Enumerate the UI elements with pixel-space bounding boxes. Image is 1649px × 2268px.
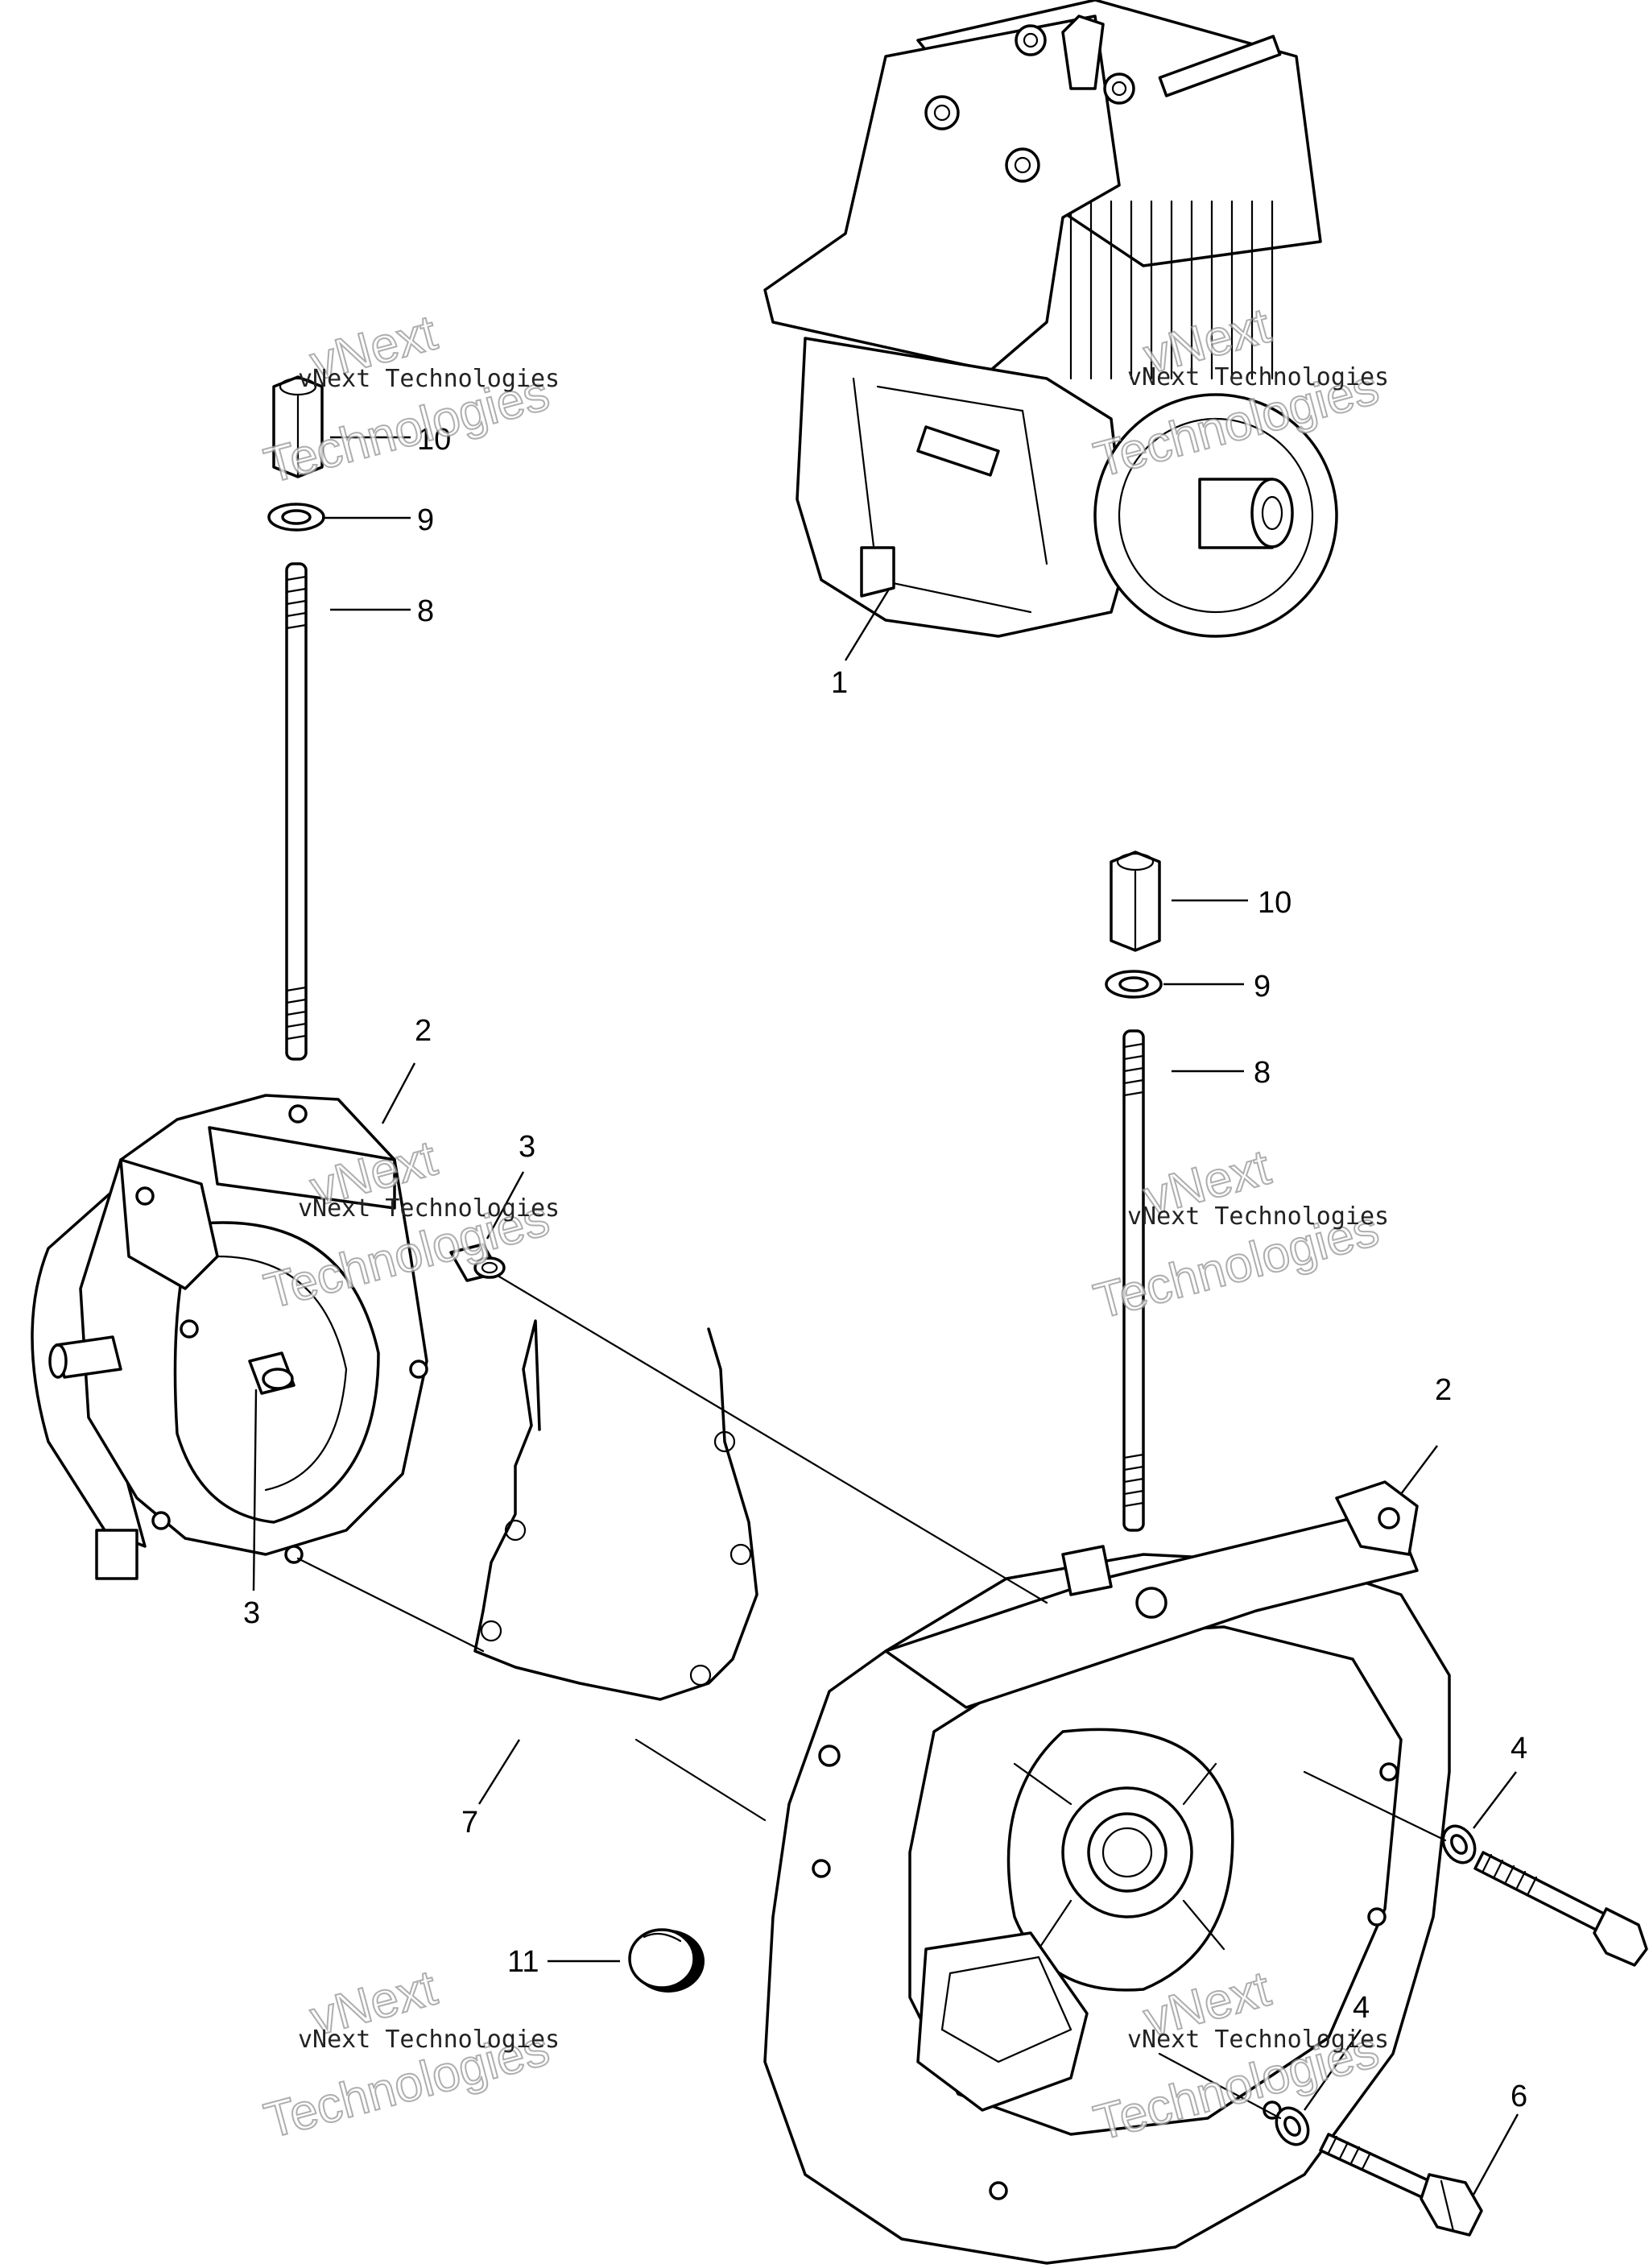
svg-text:vNext Technologies: vNext Technologies [1127, 363, 1389, 391]
callout-2-right: 2 [1435, 1373, 1452, 1407]
plug-part-11 [628, 1928, 705, 1993]
callout-3-lower: 3 [243, 1596, 260, 1630]
callout-9-left: 9 [417, 503, 434, 537]
left-stud-assembly [267, 375, 325, 1061]
bolt-part-6 [1319, 2133, 1483, 2237]
svg-text:vNext Technologies: vNext Technologies [1127, 1202, 1389, 1231]
watermark-bottom-left: vNext Technologies vNext Technologies [258, 1960, 560, 2150]
callout-10-left: 10 [417, 423, 451, 457]
stud-8-right [1122, 1029, 1145, 1532]
callout-3-upper: 3 [519, 1130, 535, 1164]
svg-text:vNext Technologies: vNext Technologies [1127, 2026, 1389, 2054]
hex-nut-10-left [272, 375, 324, 478]
callout-9-right: 9 [1254, 970, 1271, 1004]
callout-labels: 1 2 2 3 3 4 4 6 7 8 8 9 9 10 10 11 [243, 423, 1527, 2113]
right-stud-assembly [1105, 850, 1163, 1532]
alignment-lines [296, 1275, 1447, 2120]
left-housing-part-2 [31, 1094, 506, 1580]
engine-part-1 [763, 0, 1338, 638]
leader-lines [252, 436, 1519, 2196]
gasket-part-7 [473, 1319, 758, 1701]
hex-nut-10-right [1110, 850, 1161, 952]
callout-10-right: 10 [1258, 886, 1292, 920]
callout-7: 7 [461, 1806, 478, 1840]
callout-2-left: 2 [415, 1014, 432, 1048]
callout-8-left: 8 [417, 594, 434, 628]
svg-text:vNext Technologies: vNext Technologies [298, 365, 560, 393]
callout-6: 6 [1511, 2080, 1527, 2113]
callout-11: 11 [507, 1945, 539, 1979]
washer-9-left [267, 503, 325, 532]
callout-4-lower: 4 [1353, 1991, 1370, 2025]
callout-4-upper: 4 [1511, 1732, 1527, 1765]
svg-text:vNext Technologies: vNext Technologies [298, 1194, 560, 1223]
callout-8-right: 8 [1254, 1056, 1271, 1090]
washer-9-right [1105, 970, 1163, 999]
right-housing-part-2 [763, 1480, 1451, 2265]
long-screw [1473, 1851, 1648, 1967]
callout-1: 1 [831, 666, 848, 700]
washer-4-lower [1275, 2106, 1310, 2146]
stud-8-left [285, 562, 308, 1061]
washer-4-upper [1441, 1824, 1477, 1864]
svg-text:vNext Technologies: vNext Technologies [298, 2026, 560, 2054]
dowel-sleeve-3a [248, 1351, 295, 1395]
dowel-sleeve-3b [449, 1243, 506, 1282]
